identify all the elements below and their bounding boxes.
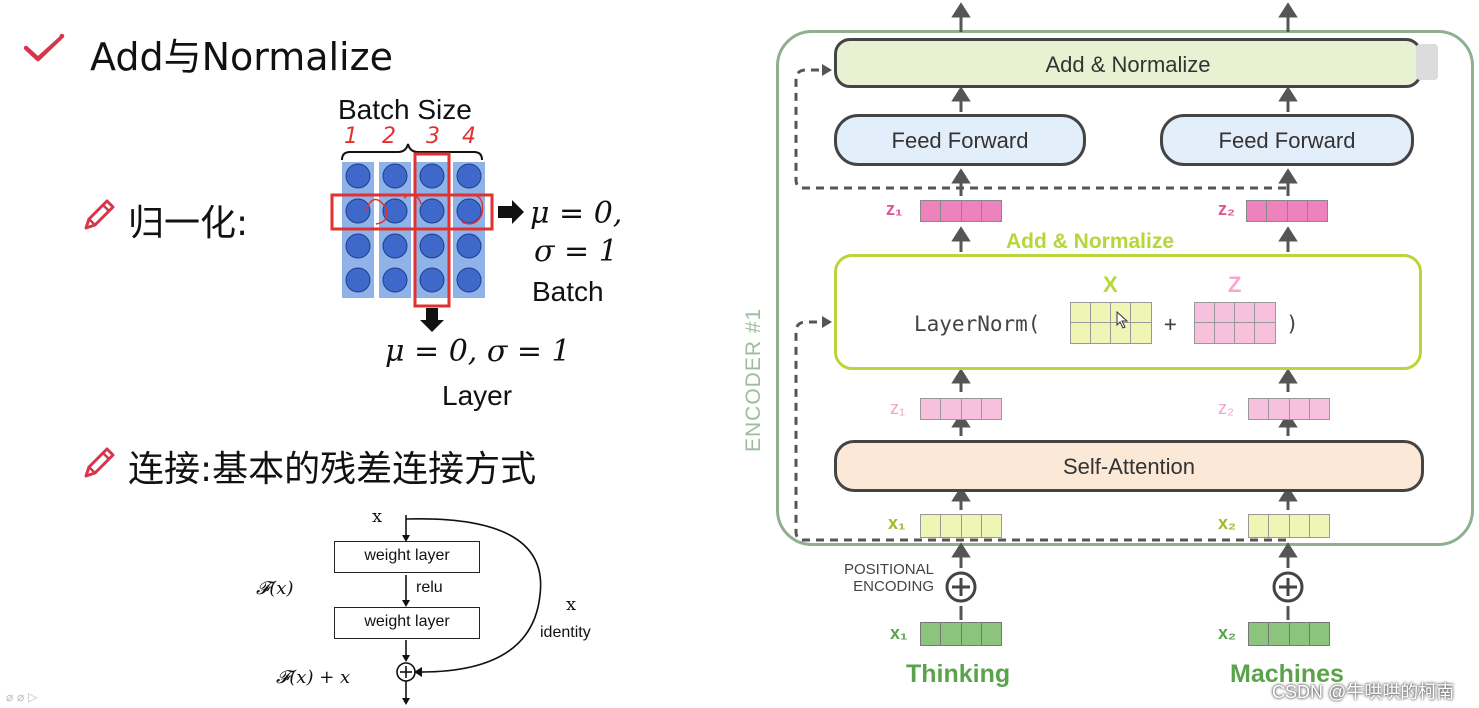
pencil-icon	[84, 199, 115, 230]
weight-layer-2: weight layer	[334, 607, 480, 639]
encoder-label: ENCODER #1	[742, 307, 765, 452]
z-matrix-label: Z	[1228, 272, 1242, 297]
check-icon	[23, 33, 65, 62]
feed-forward-block-2: Feed Forward	[1160, 114, 1414, 166]
add-normalize-top-block: Add & Normalize	[834, 38, 1422, 88]
pencil-icon	[84, 447, 115, 478]
fx-label: 𝓕(x)	[256, 578, 294, 599]
batch-stats-line2: σ = 1	[534, 234, 618, 269]
x-matrix-label: X	[1103, 272, 1118, 297]
z1-upper-label: z₁	[886, 199, 903, 219]
batch-stats-line1: μ = 0,	[530, 196, 623, 231]
fx-plus-x-label: 𝓕(x) + x	[276, 667, 351, 688]
positional-line2: ENCODING	[853, 578, 934, 595]
batch-number: 2	[382, 124, 396, 149]
x2-upper-label: x₂	[1218, 513, 1237, 533]
batch-label: Batch	[532, 276, 604, 307]
x1-upper-vector	[920, 514, 1002, 538]
layernorm-plus: +	[1164, 312, 1177, 336]
batch-numbers: 1 2 3 4	[340, 124, 500, 154]
z1-upper-vector	[920, 200, 1002, 222]
x1-upper-label: x₁	[888, 513, 906, 533]
batch-number: 3	[426, 124, 440, 149]
z2-lower-label: z₂	[1218, 398, 1234, 418]
add-circle-icon	[945, 571, 1304, 603]
x2-lower-vector	[1248, 622, 1330, 646]
normalize-label: 归一化:	[128, 203, 249, 244]
encoder-container	[776, 30, 1474, 546]
batch-number: 4	[462, 124, 476, 149]
x1-lower-label: x₁	[890, 623, 908, 643]
slide-title: Add与Normalize	[90, 35, 393, 79]
positional-encoding-label: POSITIONAL ENCODING	[838, 561, 934, 595]
feed-forward-block-1: Feed Forward	[834, 114, 1086, 166]
z-matrix	[1194, 302, 1276, 344]
z2-upper-label: z₂	[1218, 199, 1235, 219]
x2-upper-vector	[1248, 514, 1330, 538]
batch-size-label: Batch Size	[338, 94, 472, 125]
layernorm-open: LayerNorm(	[914, 312, 1041, 336]
slide-toolbar-icons[interactable]: ⌀ ⌀ ▷	[6, 690, 38, 704]
cursor-icon	[1116, 311, 1129, 329]
connection-label: 连接:基本的残差连接方式	[128, 449, 537, 490]
residual-connector-lines	[396, 515, 542, 705]
encoder-arrows	[794, 2, 1304, 620]
z1-lower-vector	[920, 398, 1002, 420]
z1-lower-label: z₁	[890, 398, 906, 418]
input-word-thinking: Thinking	[906, 660, 1011, 688]
input-word-machines: Machines	[1230, 660, 1344, 688]
watermark: CSDN @牛哄哄的柯南	[1272, 682, 1455, 702]
relu-label: relu	[416, 579, 443, 596]
z2-upper-vector	[1246, 200, 1328, 222]
weight-layer-1: weight layer	[334, 541, 480, 573]
batch-grid-graphic	[330, 143, 524, 332]
z2-lower-vector	[1248, 398, 1330, 420]
add-normalize-mid-label: Add & Normalize	[1006, 230, 1175, 253]
identity-x-label: x	[566, 594, 577, 615]
identity-label: identity	[540, 624, 591, 641]
x-matrix	[1070, 302, 1152, 344]
batch-brace	[341, 143, 483, 161]
x2-lower-label: x₂	[1218, 623, 1237, 643]
batch-number: 1	[344, 124, 358, 149]
arrow-down-icon	[420, 308, 444, 332]
x1-lower-vector	[920, 622, 1002, 646]
layer-stats: μ = 0, σ = 1	[385, 334, 571, 369]
positional-line1: POSITIONAL	[843, 561, 934, 578]
layernorm-close: )	[1286, 312, 1299, 336]
arrow-right-icon	[498, 200, 524, 224]
layer-label: Layer	[442, 380, 513, 411]
scroll-tab	[1416, 44, 1438, 80]
residual-x-top: x	[372, 506, 383, 527]
self-attention-block: Self-Attention	[834, 440, 1424, 492]
column-highlight	[413, 152, 451, 308]
